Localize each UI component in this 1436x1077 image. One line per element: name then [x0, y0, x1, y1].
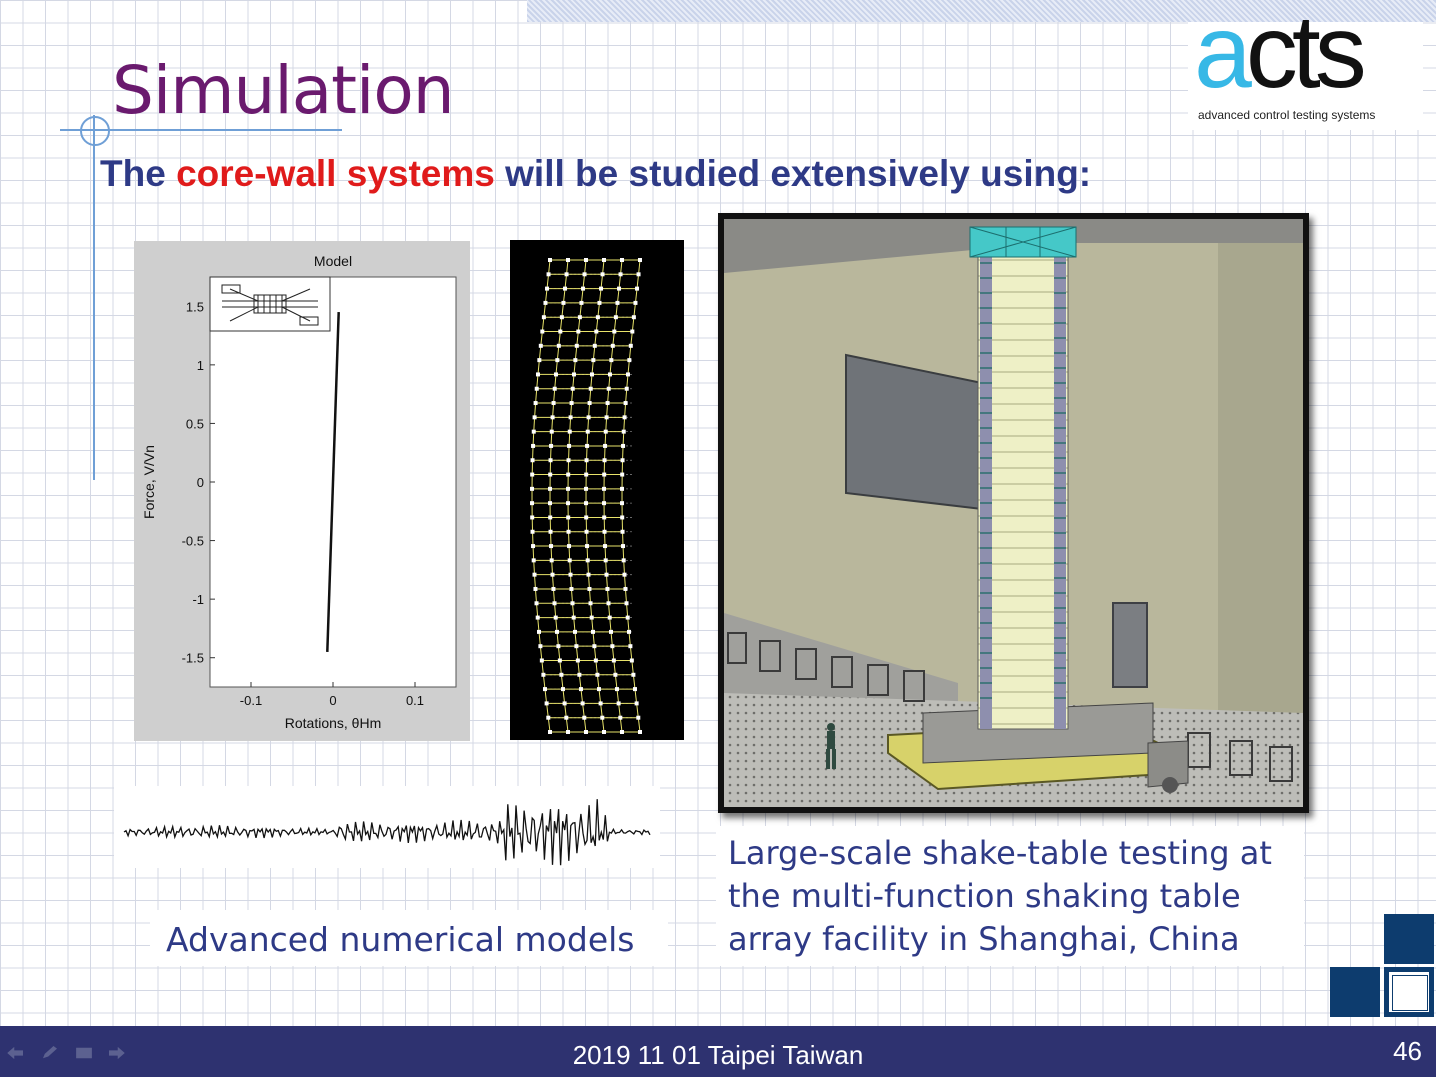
hall-door [1112, 602, 1148, 688]
chart-inset-diagram [209, 276, 331, 332]
tower-frame-left [980, 229, 992, 729]
decor-square-bottom-right [1384, 967, 1434, 1017]
chart-svg: Model Rotations, θHm Force, V/Vn 1.5 1 0.5… [134, 241, 470, 741]
decor-circle [80, 116, 110, 146]
caption-shake-table-box: Large-scale shake-table testing at the m… [716, 826, 1304, 966]
actuator-wheel [1162, 777, 1178, 793]
y-tick-label: -1.5 [182, 651, 204, 666]
tower-rungs [980, 262, 1066, 699]
acts-logo: acts advanced control testing systems [1188, 0, 1423, 130]
x-tick-label: -0.1 [240, 693, 262, 708]
caption-shake-line-2: the multi-function shaking table [728, 877, 1241, 915]
tower-frame-right [1054, 229, 1066, 729]
decor-square-bottom-left [1330, 967, 1380, 1017]
slide-subtitle: The core-wall systems will be studied ex… [100, 153, 1091, 195]
chart-xlabel: Rotations, θHm [285, 715, 381, 731]
chart-ylabel: Force, V/Vn [141, 445, 157, 519]
footer-date-location: 2019 11 01 Taipei Taiwan [572, 1040, 864, 1070]
human-figure [826, 723, 836, 769]
hall-side-wall [1218, 243, 1303, 803]
y-tick-label: 1 [197, 358, 204, 373]
shake-table-render-svg [724, 219, 1303, 807]
arrow-left-icon[interactable] [6, 1046, 26, 1060]
ground-motion-svg [123, 799, 651, 866]
caption-shake-line-1: Large-scale shake-table testing at [728, 834, 1272, 872]
pencil-icon[interactable] [40, 1046, 60, 1060]
menu-icon[interactable] [74, 1046, 94, 1060]
y-tick-label: -1 [192, 592, 204, 607]
logo-tagline: advanced control testing systems [1198, 108, 1376, 122]
wall-mesh-svg [530, 258, 642, 734]
ground-motion-record [114, 786, 660, 868]
logo-letters-cts: cts [1245, 0, 1367, 110]
caption-numerical-models: Advanced numerical models [166, 920, 635, 959]
logo-wordmark: acts [1194, 0, 1367, 104]
slide-title: Simulation [112, 52, 455, 129]
shake-table-render [718, 213, 1309, 813]
x-tick-label: 0.1 [406, 693, 424, 708]
caption-shake-line-3: array facility in Shanghai, China [728, 920, 1240, 958]
subtitle-part1: The [100, 153, 177, 194]
header-hatch-band [527, 0, 1436, 22]
y-tick-label: 1.5 [186, 299, 204, 314]
y-tick-label: 0.5 [186, 416, 204, 431]
arrow-right-icon[interactable] [106, 1046, 126, 1060]
caption-numerical-box: Advanced numerical models [150, 910, 668, 966]
footer-bar: 2019 11 01 Taipei Taiwan 46 [0, 1026, 1436, 1077]
decor-horizontal-line [60, 129, 342, 131]
wall-deformation-model [510, 240, 684, 740]
series-line [326, 312, 340, 652]
chart-series [326, 312, 340, 652]
page-number: 46 [1393, 1036, 1422, 1066]
subtitle-part2: will be studied extensively using: [494, 153, 1092, 194]
decor-square-top [1384, 914, 1434, 964]
x-tick-label: 0 [329, 693, 336, 708]
y-tick-label: 0 [197, 475, 204, 490]
y-tick-label: -0.5 [182, 534, 204, 549]
core-wall-tower [977, 228, 1069, 730]
hall-window [845, 353, 983, 511]
logo-letter-a: a [1194, 0, 1252, 110]
table-actuator [1147, 740, 1189, 788]
tower-top-truss-bracing [969, 226, 1077, 258]
subtitle-highlight: core-wall systems [176, 153, 495, 194]
chart-title: Model [314, 253, 352, 269]
force-rotation-chart: Model Rotations, θHm Force, V/Vn 1.5 1 0.5… [134, 241, 470, 741]
decor-vertical-line [93, 115, 95, 480]
ground-motion-trace [123, 799, 651, 866]
chart-ticks: 1.5 1 0.5 0 -0.5 -1 -1.5 -0.1 0 0.1 [182, 299, 424, 708]
